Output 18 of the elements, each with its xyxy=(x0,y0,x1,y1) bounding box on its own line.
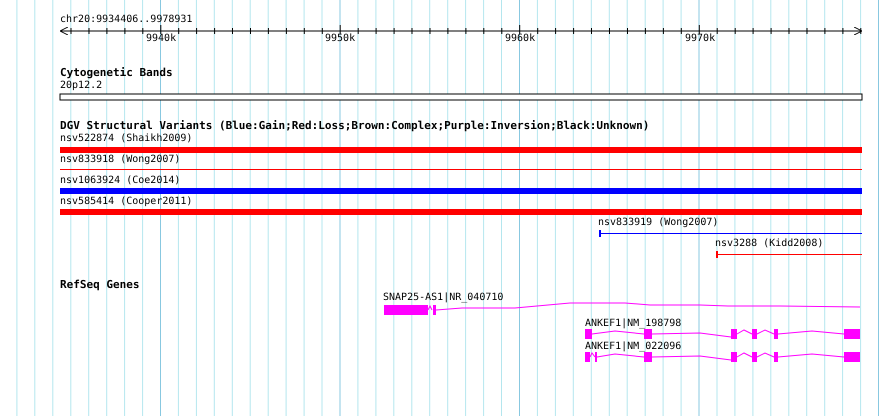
tick-label: 9960k xyxy=(505,33,536,45)
variant-label: nsv1063924 (Coe2014) xyxy=(60,175,180,187)
gene-label: ANKEF1|NM_198798 xyxy=(585,318,682,330)
band-label: 20p12.2 xyxy=(60,80,102,92)
variant-label: nsv833918 (Wong2007) xyxy=(60,154,180,166)
tick-label: 9970k xyxy=(685,33,716,45)
variant-label: nsv833919 (Wong2007) xyxy=(598,217,718,229)
variant-label: nsv522874 (Shaikh2009) xyxy=(60,133,192,145)
gene-label: ANKEF1|NM_022096 xyxy=(585,341,682,353)
locus-label: chr20:9934406..9978931 xyxy=(60,14,192,26)
tick-label: 9950k xyxy=(325,33,356,45)
tick-label: 9940k xyxy=(146,33,176,45)
variant-label: nsv585414 (Cooper2011) xyxy=(60,196,192,208)
track-title: Cytogenetic Bands xyxy=(60,67,173,79)
gene-label: SNAP25-AS1|NR_040710 xyxy=(383,292,504,304)
track-title: RefSeq Genes xyxy=(60,279,140,291)
variant-label: nsv3288 (Kidd2008) xyxy=(715,238,824,250)
track-title: DGV Structural Variants (Blue:Gain;Red:Loss;Brown:Complex;Purple:Inversion;Black:Unknown) xyxy=(60,120,650,132)
